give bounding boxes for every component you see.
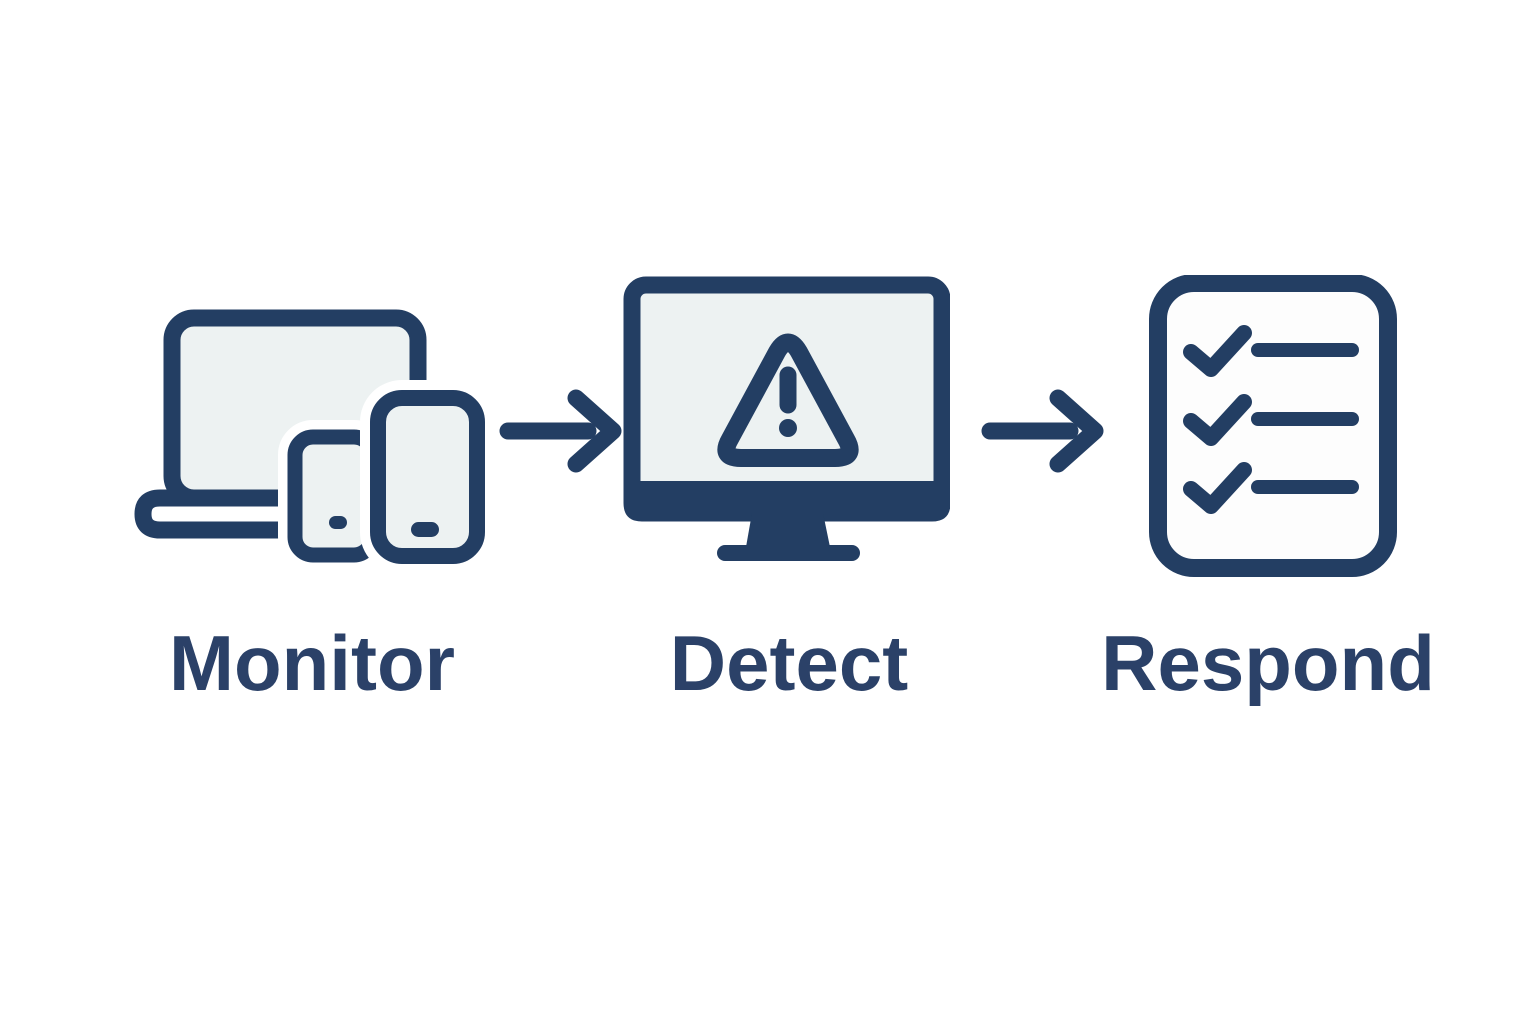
monitor-alert-icon <box>623 276 950 561</box>
checklist-icon <box>1149 275 1397 577</box>
step-label-monitor: Monitor <box>169 619 455 707</box>
arrow-right-icon <box>499 389 622 473</box>
checklist-row <box>1183 462 1359 514</box>
arrow-right-icon <box>981 389 1104 473</box>
step-label-detect: Detect <box>669 619 909 707</box>
checklist-row <box>1183 325 1359 377</box>
devices-icon <box>134 309 490 570</box>
checklist-row <box>1183 394 1359 446</box>
step-label-respond: Respond <box>1101 619 1435 707</box>
warning-triangle-icon <box>717 333 859 467</box>
